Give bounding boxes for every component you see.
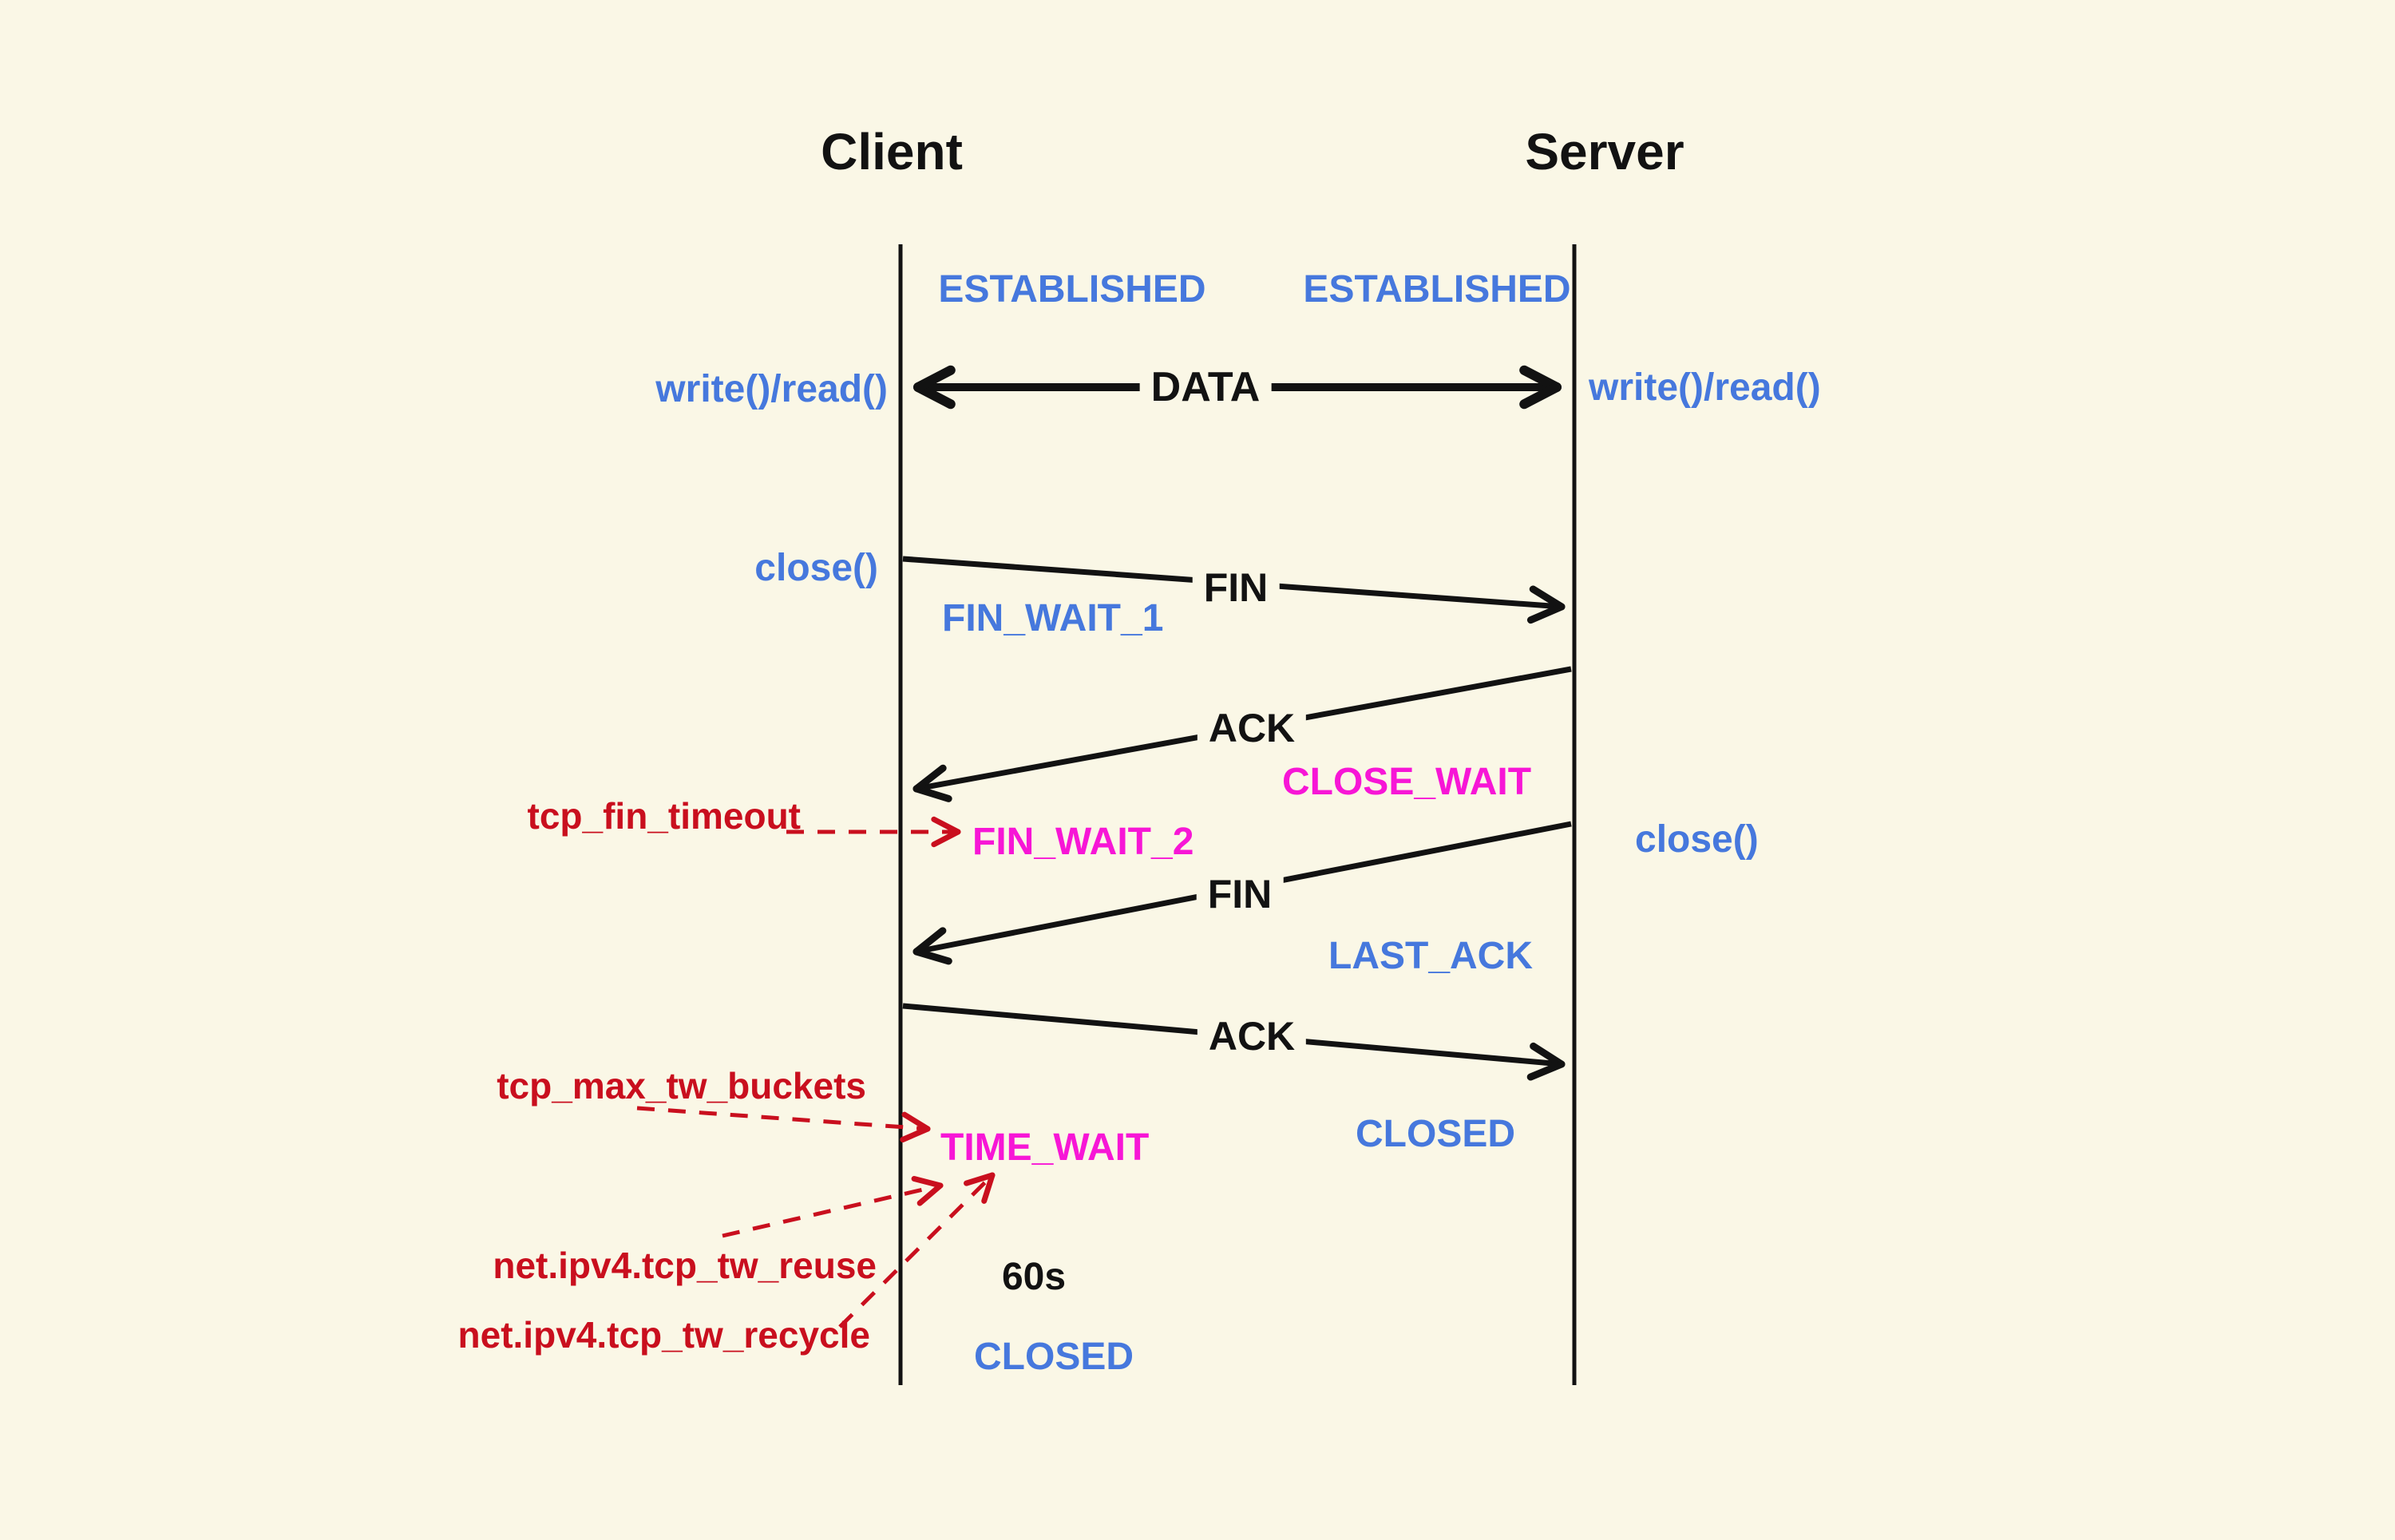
established-server: ESTABLISHED <box>1303 268 1571 311</box>
last-ack-state: LAST_ACK <box>1328 935 1534 977</box>
tw-recycle-arrow-head <box>981 1172 996 1204</box>
tw-buckets-arrow <box>636 1106 928 1131</box>
time-wait-state: TIME_WAIT <box>940 1126 1150 1169</box>
write-read-server: write()/read() <box>1589 366 1821 409</box>
ack2-arrow-head <box>1530 1042 1566 1068</box>
fin-wait-2-state: FIN_WAIT_2 <box>972 821 1194 863</box>
tw-buckets-arrow-head <box>900 1126 931 1143</box>
write-read-client: write()/read() <box>655 368 888 410</box>
fin2-arrow-head <box>912 948 952 965</box>
tw-buckets-arrow-head <box>901 1111 931 1132</box>
tcp-fin-timeout: tcp_fin_timeout <box>527 795 801 837</box>
fin-wait-1-state: FIN_WAIT_1 <box>942 597 1164 639</box>
tw-recycle-arrow-head <box>964 1172 996 1186</box>
ack2-arrow-label: ACK <box>1197 1015 1307 1058</box>
ack1-arrow-head <box>912 785 952 802</box>
client-title: Client <box>821 123 963 180</box>
fin2-arrow-head <box>912 927 947 956</box>
fin1-arrow-label: FIN <box>1192 566 1280 609</box>
time-wait-duration: 60s <box>1001 1256 1067 1298</box>
fin1-arrow-head <box>1529 585 1566 611</box>
closed-client-state: CLOSED <box>973 1336 1134 1378</box>
established-client: ESTABLISHED <box>938 268 1206 311</box>
ack1-arrow-head <box>912 764 947 793</box>
tcp-max-tw-buckets: tcp_max_tw_buckets <box>497 1065 866 1107</box>
close-server: close() <box>1635 818 1759 861</box>
ack1-arrow-label: ACK <box>1197 707 1307 750</box>
tw-recycle-arrow <box>838 1174 994 1328</box>
data-arrow-head <box>913 382 956 410</box>
server-title: Server <box>1525 123 1684 180</box>
close-client: close() <box>754 547 878 589</box>
tcp-fin-timeout-arrow-head <box>931 816 961 835</box>
tw-reuse-arrow-head <box>916 1182 944 1206</box>
close-wait-state: CLOSE_WAIT <box>1281 761 1532 803</box>
net-ipv4-tcp-tw-reuse: net.ipv4.tcp_tw_reuse <box>493 1245 877 1286</box>
closed-server-state: CLOSED <box>1355 1113 1516 1155</box>
fin1-arrow-head <box>1526 603 1566 624</box>
tcp-fin-timeout-arrow-head <box>931 829 961 848</box>
data-arrow-label: DATA <box>1139 365 1272 410</box>
data-arrow-head <box>913 365 956 392</box>
tw-reuse-arrow-head <box>911 1175 944 1189</box>
data-arrow-head <box>1519 365 1562 392</box>
ack2-arrow-head <box>1526 1060 1566 1081</box>
net-ipv4-tcp-tw-recycle: net.ipv4.tcp_tw_recycle <box>457 1314 870 1356</box>
tw-reuse-arrow <box>722 1183 941 1238</box>
data-arrow-head <box>1519 382 1562 410</box>
fin2-arrow-label: FIN <box>1196 873 1284 916</box>
